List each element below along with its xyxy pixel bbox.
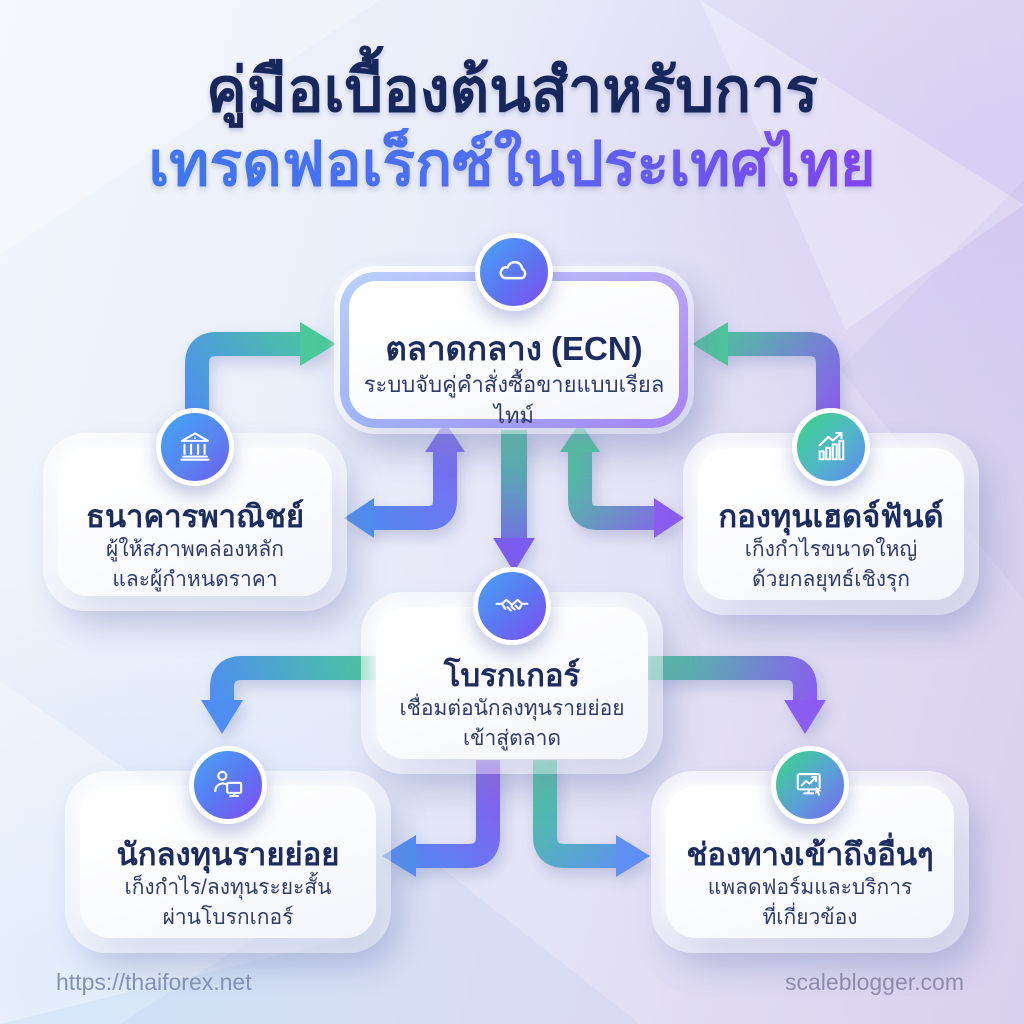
node-ecn-market: ตลาดกลาง (ECN) ระบบจับคู่คำสั่งซื้อขายแบ…: [334, 233, 694, 434]
node-title: โบรกเกอร์: [443, 658, 581, 693]
arrow-banks-to-ecn: [185, 322, 336, 424]
node-hedge-funds: กองทุนเฮดจ์ฟันด์ เก็งกำไรขนาดใหญ่ ด้วยกล…: [683, 408, 979, 615]
arrow-broker-to-channels-top: [648, 656, 826, 734]
node-subtitle-line: เก็งกำไร/ลงทุนระยะสั้น: [124, 876, 332, 900]
arrow-ecn-banks-bidirectional: [344, 422, 465, 538]
arrow-broker-to-retail-bottom: [382, 760, 500, 877]
node-retail-investors: นักลงทุนรายย่อย เก็งกำไร/ลงทุนระยะสั้น ผ…: [65, 746, 391, 953]
arrow-broker-to-retail-top: [201, 656, 378, 734]
chart-growth-icon: [792, 408, 870, 486]
node-subtitle-line: แพลดฟอร์มและบริการ: [707, 876, 913, 900]
node-title: ช่องทางเข้าถึงอื่นๆ: [686, 837, 934, 872]
footer-url-right: scaleblogger.com: [785, 969, 964, 995]
title-line-2: เทรดฟอเร็กซ์ในประเทศไทย: [0, 128, 1024, 201]
node-subtitle-line: ผู้ให้สภาพคล่องหลัก: [106, 538, 284, 562]
node-title: ตลาดกลาง (ECN): [385, 330, 643, 367]
node-other-access-channels: ช่องทางเข้าถึงอื่นๆ แพลดฟอร์มและบริการ ท…: [651, 746, 969, 953]
arrow-ecn-to-broker: [493, 430, 535, 572]
node-subtitle-line: เข้าสู่ตลาด: [462, 727, 562, 750]
node-title: กองทุนเฮดจ์ฟันด์: [718, 499, 944, 534]
node-subtitle-line: ที่เกี่ยวข้อง: [762, 906, 858, 929]
node-title: นักลงทุนรายย่อย: [116, 837, 340, 872]
node-subtitle-line: และผู้กำหนดราคา: [112, 568, 278, 591]
bank-icon: [156, 408, 234, 486]
monitor-chart-icon: [771, 746, 849, 824]
footer-url-left: https://thaiforex.net: [56, 969, 252, 995]
node-broker: โบรกเกอร์ เชื่อมต่อนักลงทุนรายย่อย เข้าส…: [361, 567, 663, 774]
handshake-icon: [473, 567, 551, 645]
node-commercial-banks: ธนาคารพาณิชย์ ผู้ให้สภาพคล่องหลัก และผู้…: [43, 408, 347, 611]
page-title: คู่มือเบื้องต้นสำหรับการ เทรดฟอเร็กซ์ในป…: [0, 52, 1024, 201]
node-subtitle-line: ด้วยกลยุทธ์เชิงรุก: [752, 568, 910, 591]
node-subtitle-line: ผ่านโบรกเกอร์: [162, 906, 294, 929]
title-line-1: คู่มือเบื้องต้นสำหรับการ: [205, 56, 819, 124]
node-subtitle-line: เก็งกำไรขนาดใหญ่: [744, 538, 918, 562]
node-title: ธนาคารพาณิชย์: [85, 499, 305, 534]
node-subtitle: ระบบจับคู่คำสั่งซื้อขายแบบเรียลไทม์: [363, 371, 665, 428]
arrow-broker-to-channels-bottom: [533, 760, 650, 877]
cloud-icon: [475, 233, 553, 311]
arrow-ecn-hedge-bidirectional: [560, 422, 684, 538]
node-subtitle-line: เชื่อมต่อนักลงทุนรายย่อย: [399, 697, 625, 721]
person-monitor-icon: [189, 746, 267, 824]
arrow-hedge-to-ecn: [692, 322, 840, 424]
